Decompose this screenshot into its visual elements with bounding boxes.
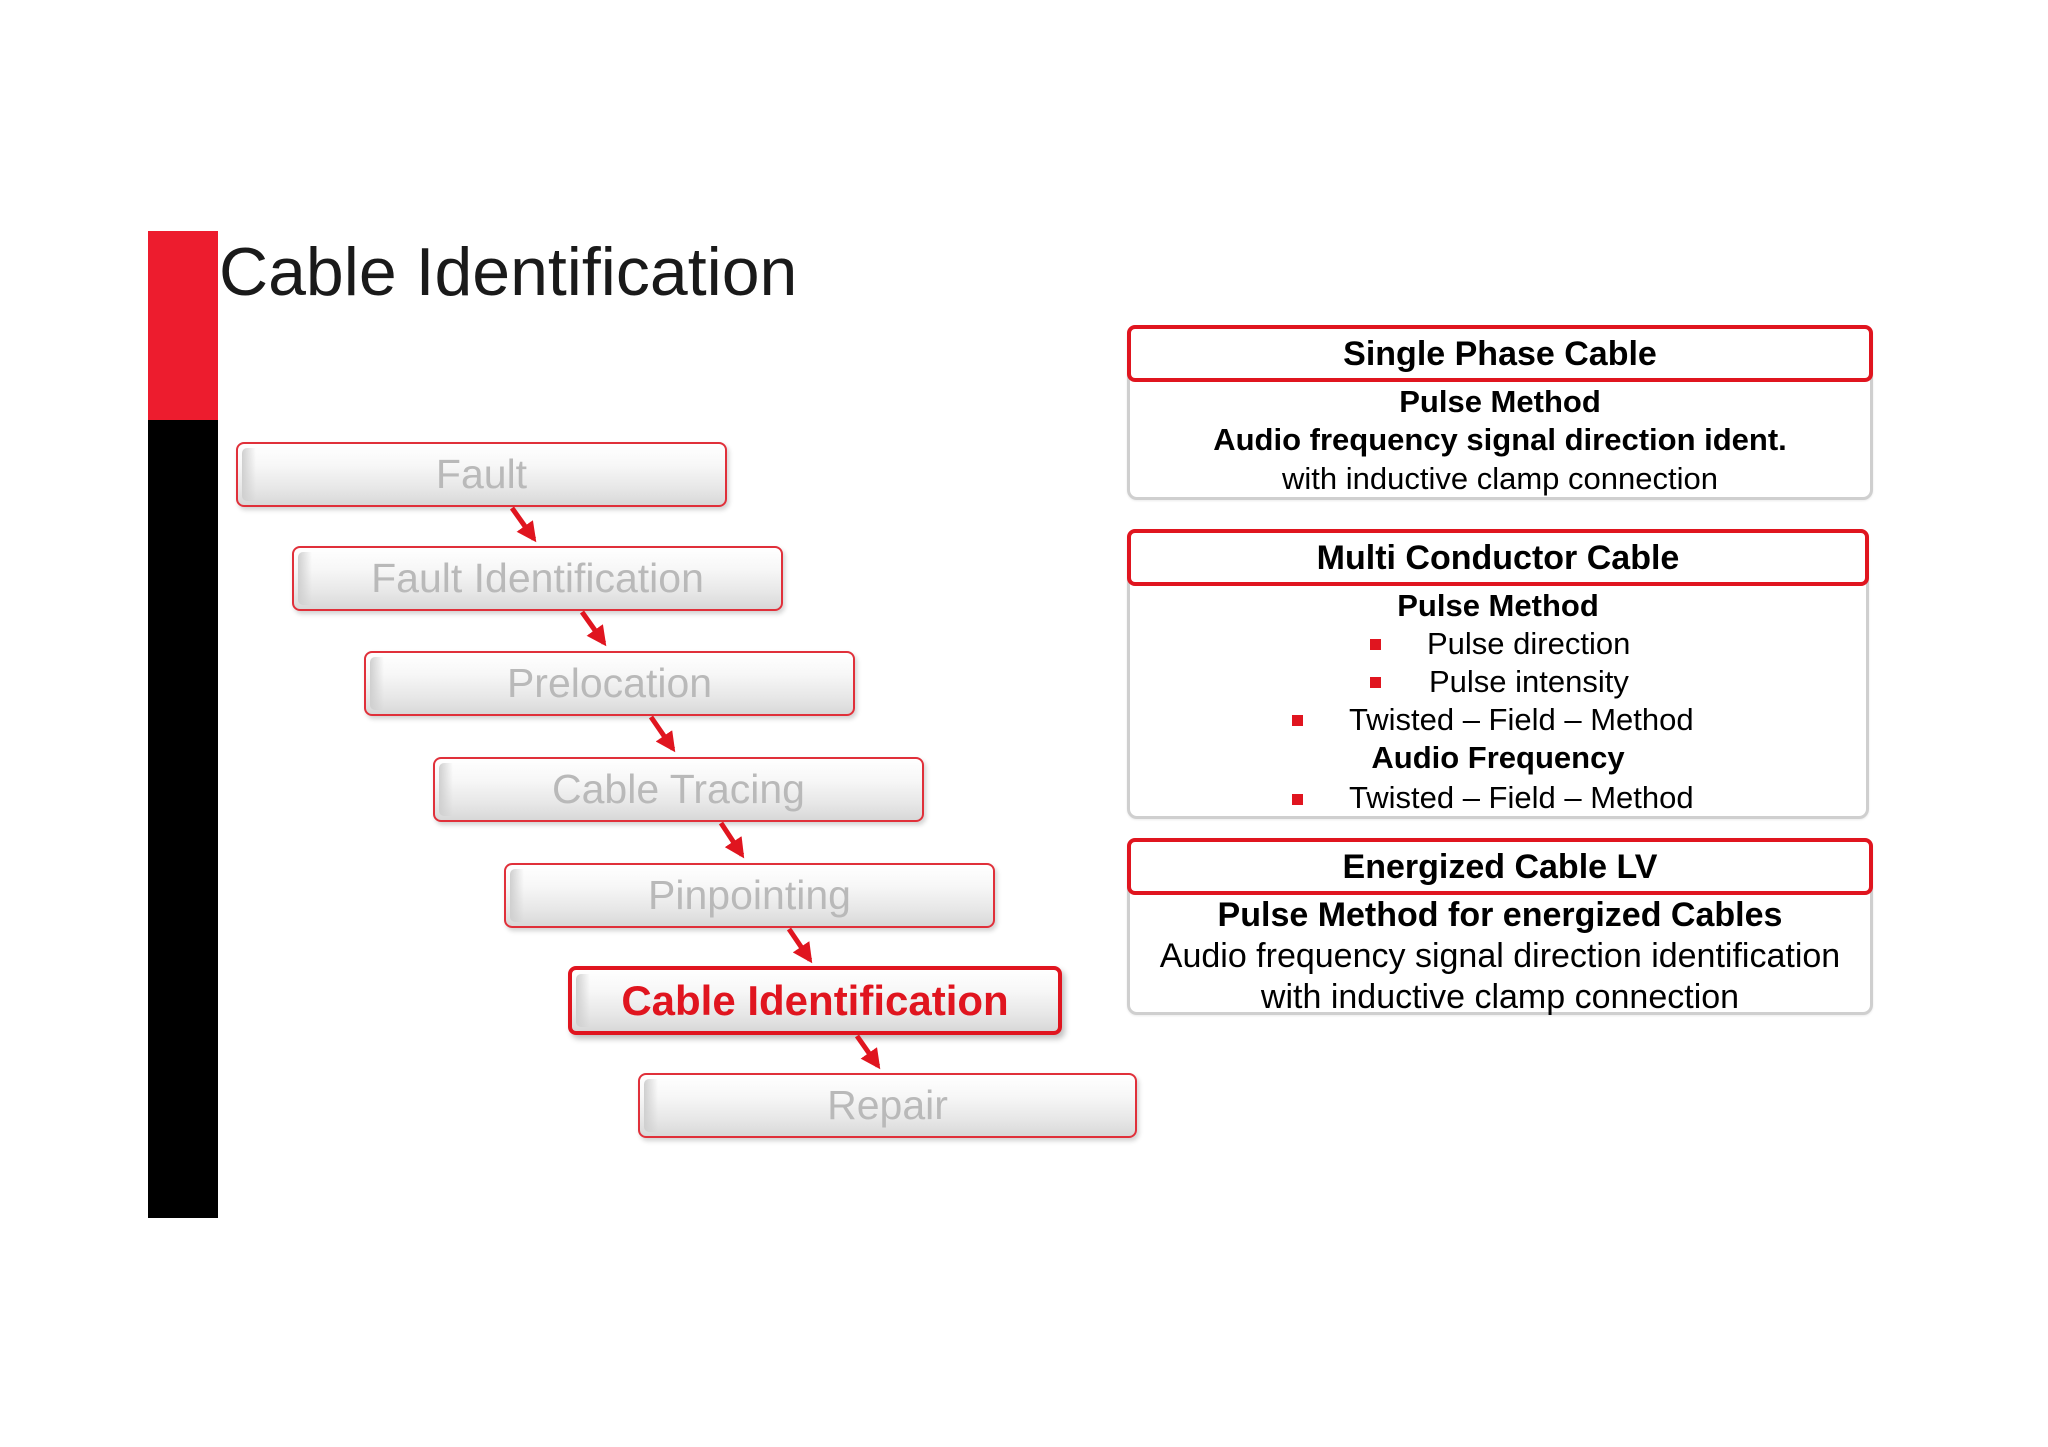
bullet-item: Twisted – Field – Method xyxy=(1349,702,1694,737)
bullet-marker xyxy=(1370,639,1381,650)
arrow-connector xyxy=(718,821,745,859)
bullet-marker xyxy=(1370,677,1381,688)
single-phase-cable-box: Single Phase Cable Pulse Method Audio fr… xyxy=(1127,325,1873,500)
step-prelocation: Prelocation xyxy=(364,651,855,716)
step-cable-identification: Cable Identification xyxy=(568,966,1062,1035)
arrow-connector xyxy=(509,506,537,543)
step-label: Fault xyxy=(435,451,528,497)
box-line: with inductive clamp connection xyxy=(1260,978,1740,1016)
box-line: Pulse Method xyxy=(1397,588,1599,623)
page-title: Cable Identification xyxy=(219,234,798,310)
accent-bar-black xyxy=(148,420,218,1218)
box-heading: Multi Conductor Cable xyxy=(1127,529,1869,586)
arrow-connector xyxy=(579,610,607,647)
arrow-connector xyxy=(786,927,813,964)
box-line: Pulse Method xyxy=(1399,384,1601,419)
step-label: Prelocation xyxy=(506,660,713,706)
step-pinpointing: Pinpointing xyxy=(504,863,995,928)
bullet-item: Pulse direction xyxy=(1427,626,1631,661)
bullet-marker xyxy=(1292,715,1303,726)
bullet-item: Pulse intensity xyxy=(1429,664,1629,699)
box-heading: Energized Cable LV xyxy=(1127,838,1873,895)
accent-bar-red xyxy=(148,231,218,420)
box-line: Audio Frequency xyxy=(1371,740,1625,775)
bullet-item: Twisted – Field – Method xyxy=(1349,780,1694,815)
arrow-connector xyxy=(648,715,676,753)
box-line: Audio frequency signal direction ident. xyxy=(1213,422,1787,457)
bullet-marker xyxy=(1292,794,1303,805)
step-cable-tracing: Cable Tracing xyxy=(433,757,924,822)
step-repair: Repair xyxy=(638,1073,1137,1138)
energized-cable-lv-box: Energized Cable LV Pulse Method for ener… xyxy=(1127,838,1873,1016)
multi-conductor-cable-box: Multi Conductor Cable Pulse Method Pulse… xyxy=(1127,529,1869,819)
step-label: Cable Tracing xyxy=(552,766,805,812)
step-label: Pinpointing xyxy=(648,872,851,918)
box-heading: Single Phase Cable xyxy=(1127,325,1873,382)
box-line: with inductive clamp connection xyxy=(1282,461,1718,496)
box-line: Audio frequency signal direction identif… xyxy=(1159,937,1841,975)
step-fault-identification: Fault Identification xyxy=(292,546,783,611)
step-label: Repair xyxy=(827,1082,948,1128)
arrow-connector xyxy=(854,1034,881,1070)
box-line: Pulse Method for energized Cables xyxy=(1217,896,1783,934)
step-fault: Fault xyxy=(236,442,727,507)
step-label: Fault Identification xyxy=(371,555,704,601)
step-label: Cable Identification xyxy=(621,976,1009,1024)
